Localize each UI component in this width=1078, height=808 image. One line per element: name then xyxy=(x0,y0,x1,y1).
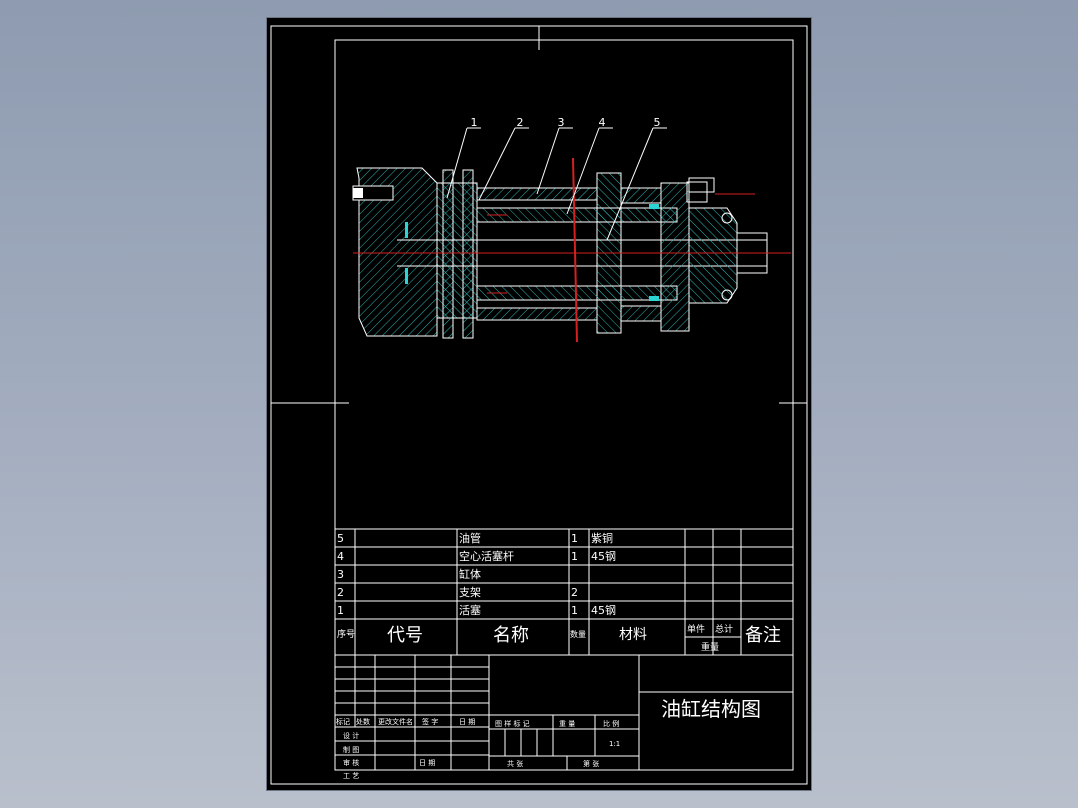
part-label-2: 2 xyxy=(517,116,524,129)
label-scale: 比 例 xyxy=(603,719,619,728)
inner-border xyxy=(334,39,794,771)
scale-value: 1:1 xyxy=(609,740,620,748)
bill-of-materials xyxy=(334,528,794,656)
label-total-sheets: 共 张 xyxy=(507,759,523,768)
label-sheet-no: 第 张 xyxy=(583,759,599,768)
bom-header-weight: 重量 xyxy=(701,641,719,653)
part-label-5: 5 xyxy=(654,116,661,129)
bom-name: 支架 xyxy=(459,586,481,599)
label-process: 工 艺 xyxy=(343,772,359,780)
section-line xyxy=(572,157,578,343)
bom-header-code: 代号 xyxy=(387,625,423,646)
bom-material: 紫铜 xyxy=(591,531,613,545)
label-count: 处数 xyxy=(356,717,370,726)
cylinder-section-view xyxy=(352,127,791,343)
flange-right xyxy=(462,169,474,339)
part-label-4: 4 xyxy=(599,116,606,129)
drawing-sheet: 1 2 3 4 5 5 油管 1 紫铜 4 空心活塞杆 1 45钢 3 缸体 2… xyxy=(267,18,811,790)
port-fitting xyxy=(353,188,363,198)
label-stage-mark: 图 样 标 记 xyxy=(495,719,530,728)
bom-name: 活塞 xyxy=(459,603,481,617)
leader-3 xyxy=(536,127,560,195)
body-bottom-2 xyxy=(620,305,662,322)
label-date-2: 日 期 xyxy=(419,759,435,767)
title-block-labels: 标记 处数 更改文件名 签 字 日 期 设 计 制 图 审 核 工 艺 日 期 … xyxy=(336,717,620,780)
bolt-1 xyxy=(721,212,733,224)
label-sign: 签 字 xyxy=(422,717,438,726)
seal xyxy=(649,204,659,209)
bom-name: 油管 xyxy=(459,531,481,545)
bom-qty: 1 xyxy=(571,532,578,545)
label-date: 日 期 xyxy=(459,718,475,726)
leader-2 xyxy=(478,127,516,201)
bom-qty: 1 xyxy=(571,550,578,563)
head-gland xyxy=(688,207,738,304)
bom-no: 4 xyxy=(337,550,344,563)
bom-header-note: 备注 xyxy=(745,625,781,646)
part-label-1: 1 xyxy=(471,116,478,129)
bom-header-qty: 数量 xyxy=(570,629,586,639)
head xyxy=(660,182,690,332)
bom-header-name: 名称 xyxy=(493,625,529,646)
seal xyxy=(405,268,408,284)
leader-5 xyxy=(606,127,654,241)
bolt-2 xyxy=(721,289,733,301)
label-draw: 制 图 xyxy=(343,745,359,754)
label-change-doc: 更改文件名 xyxy=(378,717,413,726)
drawing-title: 油缸结构图 xyxy=(661,697,761,721)
label-design: 设 计 xyxy=(343,731,359,740)
bom-material: 45钢 xyxy=(591,604,616,617)
bom-header-unit: 单件 xyxy=(687,623,705,635)
bom-material: 45钢 xyxy=(591,550,616,563)
fitting xyxy=(686,181,708,203)
head-port xyxy=(688,177,715,193)
part-label-3: 3 xyxy=(558,116,565,129)
bom-no: 2 xyxy=(337,586,344,599)
bom-qty: 1 xyxy=(571,604,578,617)
title-block xyxy=(334,654,794,771)
bom-header-material: 材料 xyxy=(619,627,647,643)
seal xyxy=(405,222,408,238)
label-weight: 重 量 xyxy=(559,720,575,728)
bom-header: 序号 代号 名称 数量 材料 单件 总计 重量 备注 xyxy=(337,623,781,653)
bom-no: 1 xyxy=(337,604,344,617)
label-review: 审 核 xyxy=(343,758,359,767)
bom-no: 5 xyxy=(337,532,344,545)
bom-header-total: 总计 xyxy=(715,623,733,635)
end-cap xyxy=(356,167,438,337)
leader-1 xyxy=(446,127,468,199)
bom-no: 3 xyxy=(337,568,344,581)
drawing-canvas: 1 2 3 4 5 5 油管 1 紫铜 4 空心活塞杆 1 45钢 3 缸体 2… xyxy=(270,25,808,785)
leader-4 xyxy=(566,127,600,215)
body-bottom xyxy=(476,307,598,321)
outer-border xyxy=(270,25,808,785)
bom-qty: 2 xyxy=(571,586,578,599)
bom-header-no: 序号 xyxy=(337,628,355,640)
label-mark: 标记 xyxy=(336,717,350,726)
bom-name: 空心活塞杆 xyxy=(459,549,514,563)
bom-name: 缸体 xyxy=(459,567,481,581)
flange-left xyxy=(442,169,454,339)
bom-rows: 5 油管 1 紫铜 4 空心活塞杆 1 45钢 3 缸体 2 支架 2 1 活塞… xyxy=(337,531,616,617)
seal xyxy=(649,296,659,301)
